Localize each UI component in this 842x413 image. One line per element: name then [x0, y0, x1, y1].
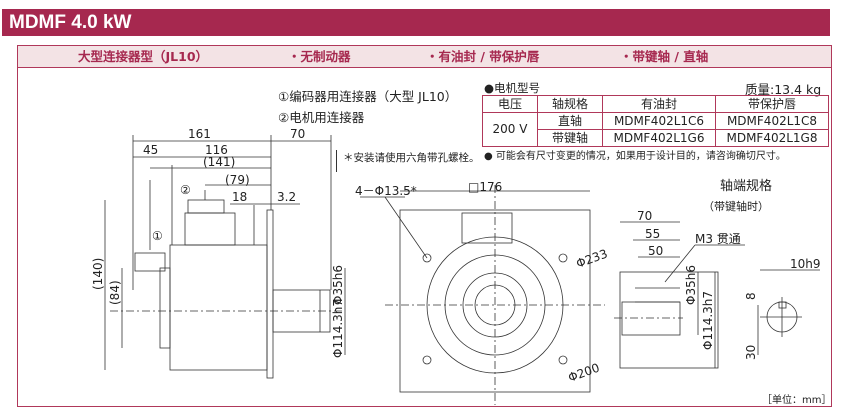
dim-116: 116 [205, 143, 228, 157]
legend-encoder-connector: ①编码器用连接器（大型 JL10） [278, 89, 458, 104]
model-cell: MDMF402L1G8 [715, 129, 829, 147]
unit-label: ［单位：mm］ [762, 395, 832, 406]
model-title: ●电机型号 [484, 81, 541, 95]
dim-70: 70 [290, 127, 305, 141]
spec-shaft: ・带键轴 / 直轴 [620, 49, 709, 64]
th-voltage: 电压 [482, 95, 538, 113]
shaft-m3: M3 贯通 [695, 232, 741, 246]
page-title: MDMF 4.0 kW [2, 9, 830, 36]
th-lip: 带保护唇 [715, 95, 829, 113]
spec-brake: ・无制动器 [288, 49, 351, 64]
table-row: 200 V 直轴 MDMF402L1C6 MDMF402L1C8 [482, 112, 829, 147]
legend-motor-connector: ②电机用连接器 [278, 110, 365, 125]
shaft-dim-70: 70 [637, 209, 652, 223]
model-cell: MDMF402L1G6 [602, 129, 716, 147]
dim-square-176: □176 [468, 180, 502, 194]
callout-1: ① [152, 229, 163, 243]
shaft-phi35: Φ35h6 [684, 265, 698, 305]
shaft-dim-50: 50 [648, 244, 663, 258]
install-note: ＊安装请使用六角带孔螺栓。 [336, 150, 480, 172]
dim-45: 45 [143, 143, 158, 157]
dim-phi35: Φ35h6 [331, 265, 345, 305]
dim-holes: 4－Φ13.5* [355, 184, 417, 198]
dim-phi114: Φ114.3h7 [331, 299, 345, 358]
dim-phi200: Φ200 [566, 361, 601, 385]
side-view [104, 135, 346, 379]
shaft-cell: 直轴 [537, 112, 603, 130]
front-view [360, 185, 605, 405]
mass: 质量:13.4 kg [745, 82, 822, 97]
shaft-dim-30: 30 [744, 345, 758, 360]
spec-subheader: 大型连接器型（JL10） ・无制动器 ・有油封 / 带保护唇 ・带键轴 / 直轴 [18, 46, 831, 68]
callout-2: ② [180, 183, 191, 197]
th-oil-seal: 有油封 [602, 95, 716, 113]
voltage-cell: 200 V [482, 112, 538, 147]
th-shaft: 轴规格 [537, 95, 603, 113]
dim-141: (141) [203, 155, 235, 169]
shaft-phi114: Φ114.3h7 [701, 291, 715, 350]
shaft-title: 轴端规格 [720, 178, 772, 194]
footnote: ● 可能会有尺寸变更的情况，如果用于设计目的，请咨询确切尺寸。 [484, 151, 786, 162]
shaft-subtitle: （带键轴时） [703, 199, 769, 213]
shaft-key-width: 10h9 [790, 257, 821, 271]
spec-connector: 大型连接器型（JL10） [78, 49, 209, 64]
dim-phi233: Φ233 [574, 247, 609, 271]
dim-3-2: 3.2 [277, 190, 296, 204]
dim-161: 161 [188, 127, 211, 141]
dim-140: (140) [91, 258, 105, 290]
shaft-key-depth: 8 [744, 292, 758, 300]
dim-18: 18 [232, 190, 247, 204]
shaft-end-view [614, 221, 820, 369]
dim-84: (84) [108, 280, 122, 305]
shaft-cell: 带键轴 [537, 129, 603, 147]
table-row: 带键轴 MDMF402L1G6 MDMF402L1G8 [483, 129, 829, 147]
model-cell: MDMF402L1C6 [602, 112, 716, 130]
shaft-dim-55: 55 [645, 227, 660, 241]
spec-seal: ・有油封 / 带保护唇 [426, 49, 540, 64]
dim-79: (79) [225, 173, 250, 187]
model-cell: MDMF402L1C8 [715, 112, 829, 130]
drawing-frame: 大型连接器型（JL10） ・无制动器 ・有油封 / 带保护唇 ・带键轴 / 直轴 [17, 45, 832, 407]
model-table: 电压 轴规格 有油封 带保护唇 200 V 直轴 MDMF402L1C6 MDM… [482, 95, 829, 147]
